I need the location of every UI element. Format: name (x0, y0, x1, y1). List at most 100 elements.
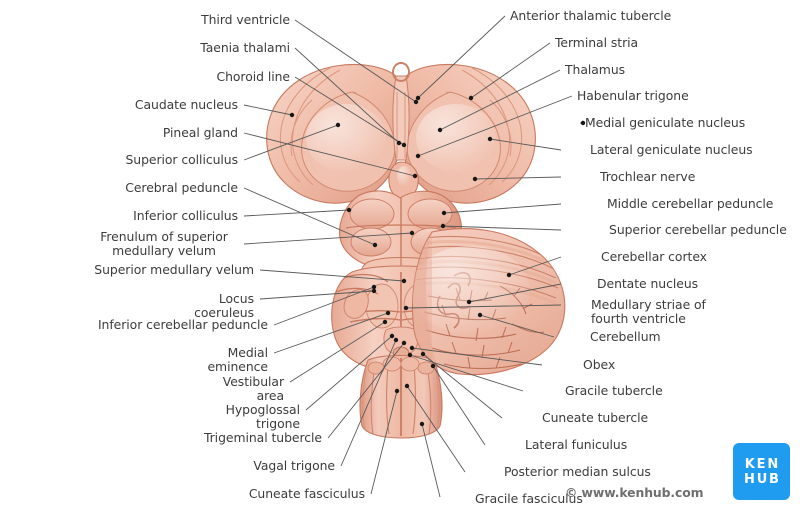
label-cuneate-tubercle[interactable]: Cuneate tubercle (542, 410, 649, 425)
leader-dot (346, 207, 352, 213)
label-posterior-median-sulcus[interactable]: Posterior median sulcus (504, 464, 651, 479)
leader-line (405, 304, 562, 309)
leader-line (327, 342, 405, 439)
leader-dots (289, 95, 586, 427)
label-vestibular-area[interactable]: Vestibular area (222, 374, 284, 403)
leader-dot (409, 345, 415, 351)
leader-dot (371, 284, 377, 290)
leader-dot (477, 312, 483, 318)
leader-dot (506, 272, 512, 278)
label-cuneate-fasciculus[interactable]: Cuneate fasciculus (248, 486, 365, 501)
leader-dot (396, 140, 402, 146)
leader-line (417, 15, 506, 99)
label-gracile-fasciculus[interactable]: Gracile fasciculus (475, 491, 583, 506)
label-taenia-thalami[interactable]: Taenia thalami (200, 40, 290, 55)
kenhub-logo-line1: KEN (744, 456, 781, 472)
label-pineal-gland[interactable]: Pineal gland (162, 125, 238, 140)
label-choroid-line[interactable]: Choroid line (216, 69, 291, 84)
leader-line (474, 176, 562, 180)
leader-dot (335, 122, 341, 128)
leader-line (489, 138, 562, 151)
leader-dot (466, 299, 472, 305)
label-thalamus[interactable]: Thalamus (565, 62, 626, 77)
label-dentate-nucleus[interactable]: Dentate nucleus (597, 276, 699, 291)
leader-dot (420, 351, 426, 357)
label-frenulum-superior-medullary-velum[interactable]: Frenulum of superior medullary velum (100, 229, 228, 258)
label-hypoglossal-trigone[interactable]: Hypoglossal trigone (225, 402, 300, 431)
kenhub-logo-line2: HUB (744, 471, 781, 487)
label-lateral-funiculus[interactable]: Lateral funiculus (525, 437, 628, 452)
label-inferior-colliculus[interactable]: Inferior colliculus (133, 208, 238, 223)
label-habenular-trigone[interactable]: Habenular trigone (577, 88, 689, 103)
label-inferior-cerebellar-peduncle[interactable]: Inferior cerebellar peduncle (97, 317, 268, 332)
leader-dot (393, 337, 399, 343)
leader-dot (472, 176, 478, 182)
leader-dot (371, 288, 377, 294)
leader-line (340, 339, 397, 467)
label-superior-medullary-velum[interactable]: Superior medullary velum (94, 262, 254, 277)
label-vagal-trigone[interactable]: Vagal trigone (253, 458, 335, 473)
label-medial-geniculate-nucleus[interactable]: Medial geniculate nucleus (585, 115, 746, 130)
label-cerebellum[interactable]: Cerebellum (590, 329, 661, 344)
leader-dot (413, 99, 419, 105)
leader-line (508, 256, 562, 276)
leader-dot (409, 230, 415, 236)
leader-line (470, 42, 551, 99)
label-medial-eminence[interactable]: Medial eminence (207, 345, 268, 374)
leader-lines-right (405, 15, 583, 498)
leader-dot (401, 340, 407, 346)
leader-dot (468, 95, 474, 101)
leader-line (273, 312, 389, 354)
leader-dot (430, 363, 436, 369)
leader-line (243, 209, 350, 217)
label-gracile-tubercle[interactable]: Gracile tubercle (565, 383, 663, 398)
leader-line (421, 423, 441, 498)
leader-line (439, 69, 561, 131)
leader-line (305, 335, 393, 411)
label-terminal-stria[interactable]: Terminal stria (555, 35, 639, 50)
leader-dot (401, 278, 407, 284)
leader-line (432, 365, 486, 446)
leader-dot (394, 388, 400, 394)
leader-line (411, 347, 543, 366)
leader-dot (580, 120, 586, 126)
leader-dot (385, 310, 391, 316)
leader-dot (440, 223, 446, 229)
leader-dot (404, 383, 410, 389)
leader-line (294, 76, 405, 146)
label-cerebral-peduncle[interactable]: Cerebral peduncle (125, 180, 238, 195)
label-middle-cerebellar-peduncle[interactable]: Middle cerebellar peduncle (607, 196, 774, 211)
label-cerebellar-cortex[interactable]: Cerebellar cortex (601, 249, 707, 264)
label-caudate-nucleus[interactable]: Caudate nucleus (134, 97, 238, 112)
copyright-notice: © www.kenhub.com (565, 485, 704, 500)
kenhub-logo[interactable]: KEN HUB (733, 443, 790, 500)
leader-dot (487, 136, 493, 142)
leader-line (409, 354, 524, 392)
leader-line (294, 47, 400, 144)
leader-line (243, 232, 413, 245)
label-trochlear-nerve[interactable]: Trochlear nerve (600, 169, 696, 184)
label-medullary-striae-fourth-ventricle[interactable]: Medullary striae of fourth ventricle (591, 297, 706, 326)
leader-dot (407, 352, 413, 358)
leader-line (273, 286, 375, 326)
label-trigeminal-tubercle[interactable]: Trigeminal tubercle (203, 430, 322, 445)
leader-dot (437, 127, 443, 133)
label-locus-coeruleus[interactable]: Locus coeruleus (194, 291, 254, 320)
label-obex[interactable]: Obex (583, 357, 616, 372)
leader-line (289, 321, 386, 383)
label-anterior-thalamic-tubercle[interactable]: Anterior thalamic tubercle (510, 8, 672, 23)
label-superior-colliculus[interactable]: Superior colliculus (125, 152, 238, 167)
leader-line (443, 203, 562, 214)
leader-dot (372, 242, 378, 248)
leader-line (243, 132, 416, 177)
leader-line (294, 19, 417, 103)
leader-dot (415, 153, 421, 159)
label-superior-cerebellar-peduncle[interactable]: Superior cerebellar peduncle (609, 222, 787, 237)
label-third-ventricle[interactable]: Third ventricle (201, 12, 290, 27)
leader-line (243, 187, 376, 246)
leader-line (370, 390, 398, 495)
leader-lines-left (243, 19, 417, 495)
leader-dot (441, 210, 447, 216)
label-lateral-geniculate-nucleus[interactable]: Lateral geniculate nucleus (590, 142, 753, 157)
